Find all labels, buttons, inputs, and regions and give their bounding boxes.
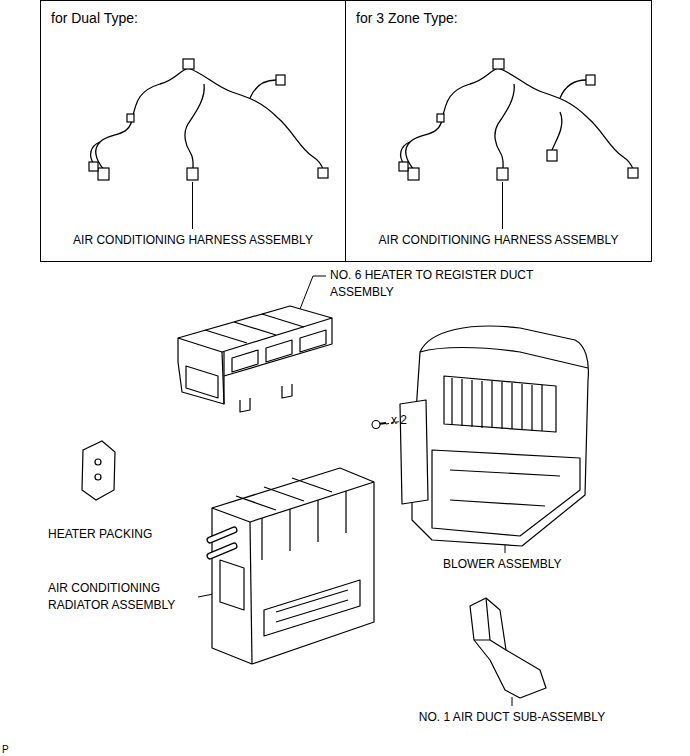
air-duct-illustration — [470, 598, 546, 698]
blower-illustration — [400, 326, 588, 546]
leader-line — [192, 182, 193, 229]
blower-illustration — [444, 376, 556, 432]
part-name: AIR CONDITIONING HARNESS ASSEMBLY — [41, 232, 345, 248]
heater-packing-illustration — [95, 459, 101, 465]
panel-heading: for Dual Type: — [41, 9, 345, 27]
part-name: NO. 1 AIR DUCT SUB-ASSEMBLY — [380, 709, 644, 726]
radiator-pipe — [210, 530, 234, 540]
radiator-illustration — [212, 468, 374, 664]
heater-packing-illustration — [95, 474, 101, 480]
heater-packing-illustration — [82, 441, 115, 500]
harness-connector — [547, 150, 557, 161]
duct-illustration — [300, 330, 326, 352]
harness-3zone — [399, 59, 638, 180]
panel-heading: for 3 Zone Type: — [346, 9, 651, 27]
duct-illustration — [282, 384, 292, 398]
part-name: NO. 6 HEATER TO REGISTER DUCT ASSEMBLY — [330, 267, 540, 301]
blower-illustration — [432, 450, 580, 536]
radiator-illustration — [276, 590, 348, 622]
radiator-pipe — [210, 546, 234, 556]
radiator-illustration — [236, 478, 332, 510]
duct-illustration — [186, 366, 218, 398]
label-anchor: AIR CONDITIONING RADIATOR ASSEMBLY — [48, 580, 198, 614]
blower-illustration — [420, 348, 588, 369]
harness-extra-branch — [552, 112, 562, 150]
duct-illustration — [178, 306, 332, 404]
duct-illustration — [232, 350, 258, 372]
blower-illustration — [450, 470, 560, 506]
air-duct-illustration — [470, 598, 546, 698]
label-anchor: NO. 6 HEATER TO REGISTER DUCT ASSEMBLY — [330, 267, 540, 301]
duct-illustration — [205, 330, 247, 343]
duct-illustration — [223, 352, 224, 376]
figure-code: P — [2, 741, 9, 756]
radiator-illustration — [212, 468, 374, 664]
label-anchor: NO. 1 AIR DUCT SUB-ASSEMBLY — [380, 709, 644, 726]
radiator-pipe — [210, 530, 234, 556]
label-anchor: HEATER PACKING — [48, 526, 152, 543]
part-name: AIR CONDITIONING HARNESS ASSEMBLY — [346, 232, 651, 248]
leader-line — [300, 276, 326, 309]
radiator-illustration — [250, 522, 252, 664]
screw-symbol — [372, 421, 380, 429]
label-anchor: P — [2, 741, 9, 756]
blower-illustration — [452, 378, 542, 431]
label-anchor: BLOWER ASSEMBLY — [443, 556, 561, 573]
duct-illustration — [178, 318, 332, 352]
harness-dual — [89, 59, 328, 180]
radiator-illustration — [220, 560, 244, 610]
duct-illustration — [262, 314, 304, 327]
blower-illustration — [412, 326, 588, 546]
variant-panel: for 3 Zone Type: AIR CONDITIONING HARNESS… — [345, 0, 652, 262]
radiator-pipe — [210, 530, 234, 540]
label-anchor: x 2 — [391, 412, 407, 429]
duct-illustration — [234, 322, 276, 335]
part-name: BLOWER ASSEMBLY — [443, 556, 561, 573]
radiator-illustration — [212, 482, 374, 522]
radiator-pipe — [210, 546, 234, 556]
duct-illustration — [178, 306, 332, 412]
part-name: HEATER PACKING — [48, 526, 152, 543]
radiator-illustration — [262, 491, 346, 560]
duct-illustration — [266, 340, 292, 362]
air-duct-illustration — [474, 598, 506, 650]
harness-extra-branch — [552, 112, 562, 150]
leader-line — [502, 182, 503, 229]
leader-line — [512, 697, 513, 706]
duct-illustration — [222, 352, 224, 404]
quantity-note: x 2 — [391, 412, 407, 429]
radiator-illustration — [264, 580, 360, 636]
heater-packing-illustration — [82, 441, 115, 500]
variant-panel: for Dual Type: AIR CONDITIONING HARNESS A… — [40, 0, 346, 262]
duct-illustration — [240, 398, 250, 412]
part-name: AIR CONDITIONING RADIATOR ASSEMBLY — [48, 580, 198, 614]
